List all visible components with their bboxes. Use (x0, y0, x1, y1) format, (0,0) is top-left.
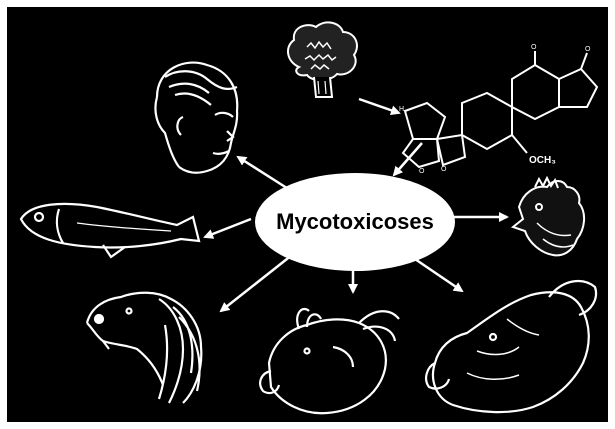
dog-head-icon (85, 291, 203, 404)
chicken-head-icon (510, 175, 585, 257)
diagram-panel: O O H O O OCH₃ (7, 7, 608, 422)
arrow-molecule-to-center (392, 142, 423, 177)
svg-text:H: H (399, 106, 404, 113)
arrows (203, 97, 509, 313)
arrow-center-to-cow (411, 255, 464, 293)
methoxy-group-label: OCH₃ (529, 155, 556, 166)
svg-text:O: O (585, 46, 591, 53)
svg-text:O: O (441, 166, 447, 173)
arrow-center-to-human (236, 155, 291, 192)
arrow-center-to-fish (203, 217, 252, 239)
cow-head-icon (425, 279, 598, 414)
human-head-icon (154, 61, 239, 174)
center-ellipse (255, 173, 455, 271)
svg-text:O: O (531, 44, 537, 51)
aflatoxin-structure-icon: O O H O O OCH₃ (399, 44, 599, 175)
diagram-canvas: O O H O O OCH₃ (19, 21, 599, 415)
arrow-center-to-dog (219, 254, 293, 313)
svg-text:O: O (419, 168, 425, 175)
fish-icon (19, 202, 201, 259)
pig-head-icon (259, 307, 400, 415)
arrow-fungus-to-molecule (358, 97, 401, 116)
mold-fungus-icon (287, 21, 358, 98)
